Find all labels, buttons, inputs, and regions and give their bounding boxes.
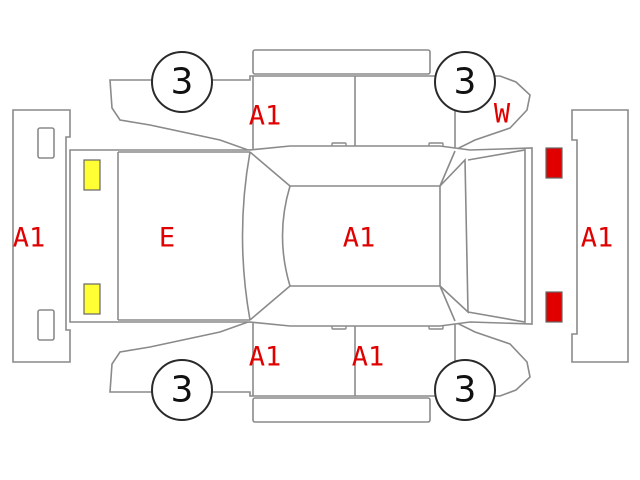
headlight-left [83,159,101,191]
code-hood: E [159,223,175,254]
front-bumper [12,109,71,363]
headlight-right [83,283,101,315]
code-right-rear-door: A1 [352,342,385,373]
wheel-rear-left-score: 3 [454,62,477,103]
code-right-front-door: A1 [249,342,282,373]
code-front-bumper: A1 [13,223,46,254]
taillight-left [545,147,563,179]
wheel-rear-right: 3 [434,359,496,421]
rear-bumper [571,109,629,363]
wheel-front-left: 3 [151,51,213,113]
code-rear-window: W [494,99,511,130]
left-side-panel [109,49,531,151]
code-left-front-door: A1 [249,101,282,132]
code-rear-bumper: A1 [581,223,614,254]
wheel-front-right: 3 [151,359,213,421]
code-roof: A1 [343,223,376,254]
taillight-right [545,291,563,323]
wheel-front-right-score: 3 [171,370,194,411]
wheel-front-left-score: 3 [171,62,194,103]
vehicle-top-view [69,145,563,327]
right-side-panel [109,321,531,423]
wheel-rear-left: 3 [434,51,496,113]
wheel-rear-right-score: 3 [454,370,477,411]
